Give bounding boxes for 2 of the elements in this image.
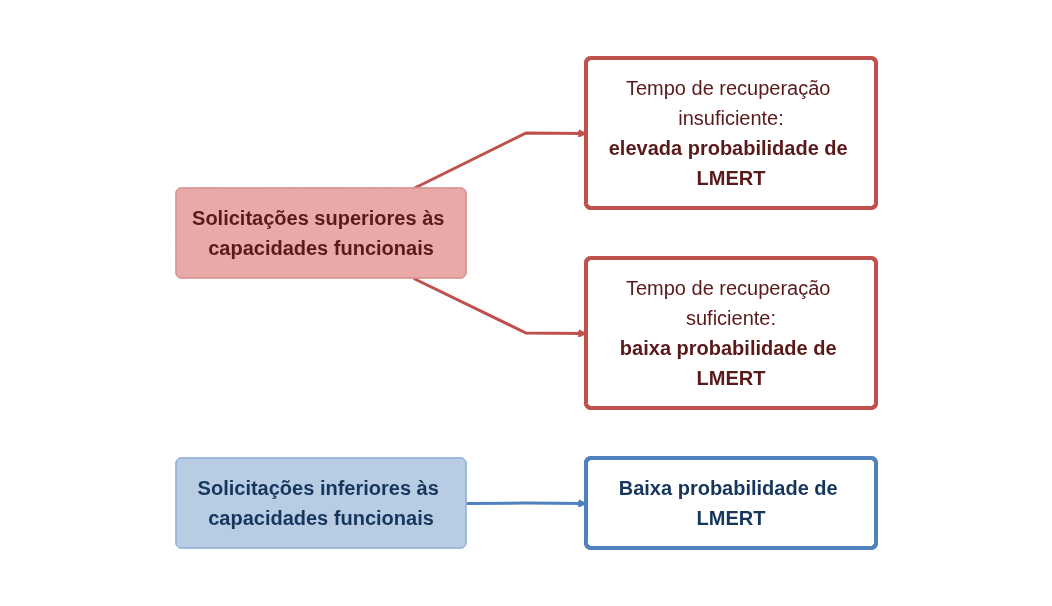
node-text: Tempo de recuperação insuficiente: elevada probabilidade de LMERT <box>608 77 848 189</box>
node-text: Tempo de recuperação suficiente: baixa probabilidade de LMERT <box>619 277 837 389</box>
